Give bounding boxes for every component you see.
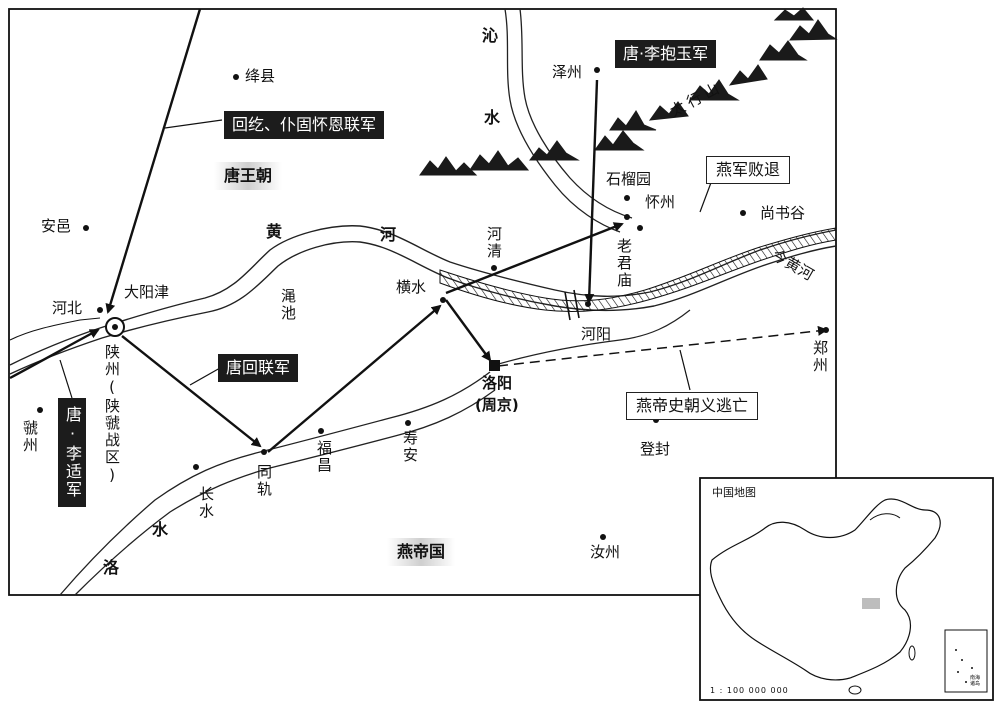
- place-anyi: 安邑: [41, 217, 72, 235]
- guozhou-marker: [37, 407, 43, 413]
- luo-river: [59, 371, 496, 596]
- river-qin-2: 水: [484, 108, 501, 127]
- river-huang-1: 黄: [266, 222, 283, 241]
- place-ruzhou: 汝州: [590, 543, 621, 561]
- region-yan: 燕帝国: [387, 538, 456, 566]
- qin-river-2: [519, 8, 633, 219]
- place-dengfeng: 登封: [640, 440, 671, 458]
- hebei-marker: [97, 307, 103, 313]
- lishi-route: [9, 328, 100, 380]
- route-hengshui-huaizhou: [445, 222, 624, 295]
- zhengzhou-marker: [823, 327, 829, 333]
- libaoyu-route: [584, 79, 599, 304]
- place-shanzhou: 陕州(陕虢战区): [103, 344, 121, 486]
- changshui-marker: [193, 464, 199, 470]
- shichaoyi-route: [497, 325, 828, 367]
- luoyang-marker: [489, 360, 500, 371]
- river-luo-2: 洛: [103, 558, 120, 577]
- place-shouan: 寿安: [401, 430, 419, 464]
- army-routes: [9, 8, 624, 453]
- place-luoyang: 洛阳: [482, 374, 513, 392]
- river-luo-1: 水: [152, 520, 169, 539]
- place-dayangjin: 大阳津: [124, 283, 170, 301]
- fuchang-marker: [318, 428, 324, 434]
- route-shan-tonggui: [121, 335, 262, 448]
- huaizhou-marker: [624, 214, 630, 220]
- south-sea-dots: [955, 649, 973, 683]
- place-shangshugu: 尚书谷: [760, 204, 806, 222]
- shouan-marker: [405, 420, 411, 426]
- hengshui-marker: [440, 297, 446, 303]
- place-guozhou: 虢州: [21, 420, 39, 454]
- place-fuchang: 福昌: [315, 440, 333, 474]
- taiwan-island: [908, 645, 916, 661]
- laojunmiao-marker: [637, 225, 643, 231]
- place-hengshui: 横水: [396, 278, 427, 296]
- heyang-bridge: [564, 289, 580, 321]
- china-outline: [709, 498, 941, 681]
- place-mianchi: 渑池: [279, 288, 297, 322]
- place-heqing: 河清: [485, 226, 503, 260]
- place-changshui: 长水: [197, 486, 215, 520]
- qin-river: [504, 8, 621, 233]
- place-hebei: 河北: [52, 299, 83, 317]
- label-tanghui-army: 唐回联军: [218, 354, 299, 382]
- region-tang: 唐王朝: [214, 162, 283, 190]
- study-area-highlight: [862, 598, 880, 609]
- shiliuyuan-marker: [624, 195, 630, 201]
- taihang-mountains: [419, 7, 838, 176]
- china-outline-inner: [869, 513, 901, 521]
- label-huige-army: 回纥、仆固怀恩联军: [224, 111, 385, 139]
- route-tonggui-hengshui: [267, 304, 442, 453]
- ruzhou-marker: [600, 534, 606, 540]
- place-jiangxian: 绛县: [245, 67, 276, 85]
- place-markers: [37, 67, 829, 540]
- place-zezhou: 泽州: [552, 63, 583, 81]
- inset-title: 中国地图: [712, 486, 756, 499]
- east-stream: [494, 309, 691, 366]
- place-huaizhou: 怀州: [645, 193, 676, 211]
- place-heyang: 河阳: [581, 325, 612, 343]
- route-hengshui-luoyang: [445, 299, 492, 362]
- map-frame: [8, 8, 837, 596]
- huige-route: [105, 8, 202, 314]
- tonggui-marker: [261, 449, 267, 455]
- zezhou-marker: [594, 67, 600, 73]
- hainan-island: [848, 685, 862, 695]
- label-libaoyu-army: 唐·李抱玉军: [615, 40, 717, 68]
- anyi-marker: [83, 225, 89, 231]
- jiangxian-marker: [233, 74, 239, 80]
- heyang-marker: [585, 301, 591, 307]
- river-huang-2: 河: [380, 225, 397, 244]
- place-shiliuyuan: 石榴园: [606, 170, 652, 188]
- inset-south-sea-label: 南海诸岛: [970, 675, 981, 687]
- label-yan-retreat: 燕军败退: [706, 156, 791, 184]
- place-luoyang-sub: (周京): [475, 396, 519, 414]
- place-tonggui: 同轨: [255, 464, 273, 498]
- place-laojunmiao: 老君庙: [615, 238, 633, 289]
- shanzhou-marker: [105, 317, 125, 337]
- heqing-marker: [491, 265, 497, 271]
- river-qin-1: 沁: [482, 26, 499, 45]
- label-lishi-army: 唐·李适军: [58, 398, 86, 507]
- boundary-line: [9, 317, 101, 341]
- shangshugu-marker: [740, 210, 746, 216]
- place-zhengzhou: 郑州: [811, 340, 829, 374]
- label-shichaoyi-flee: 燕帝史朝义逃亡: [626, 392, 759, 420]
- inset-scale: 1 : 100 000 000: [710, 686, 789, 695]
